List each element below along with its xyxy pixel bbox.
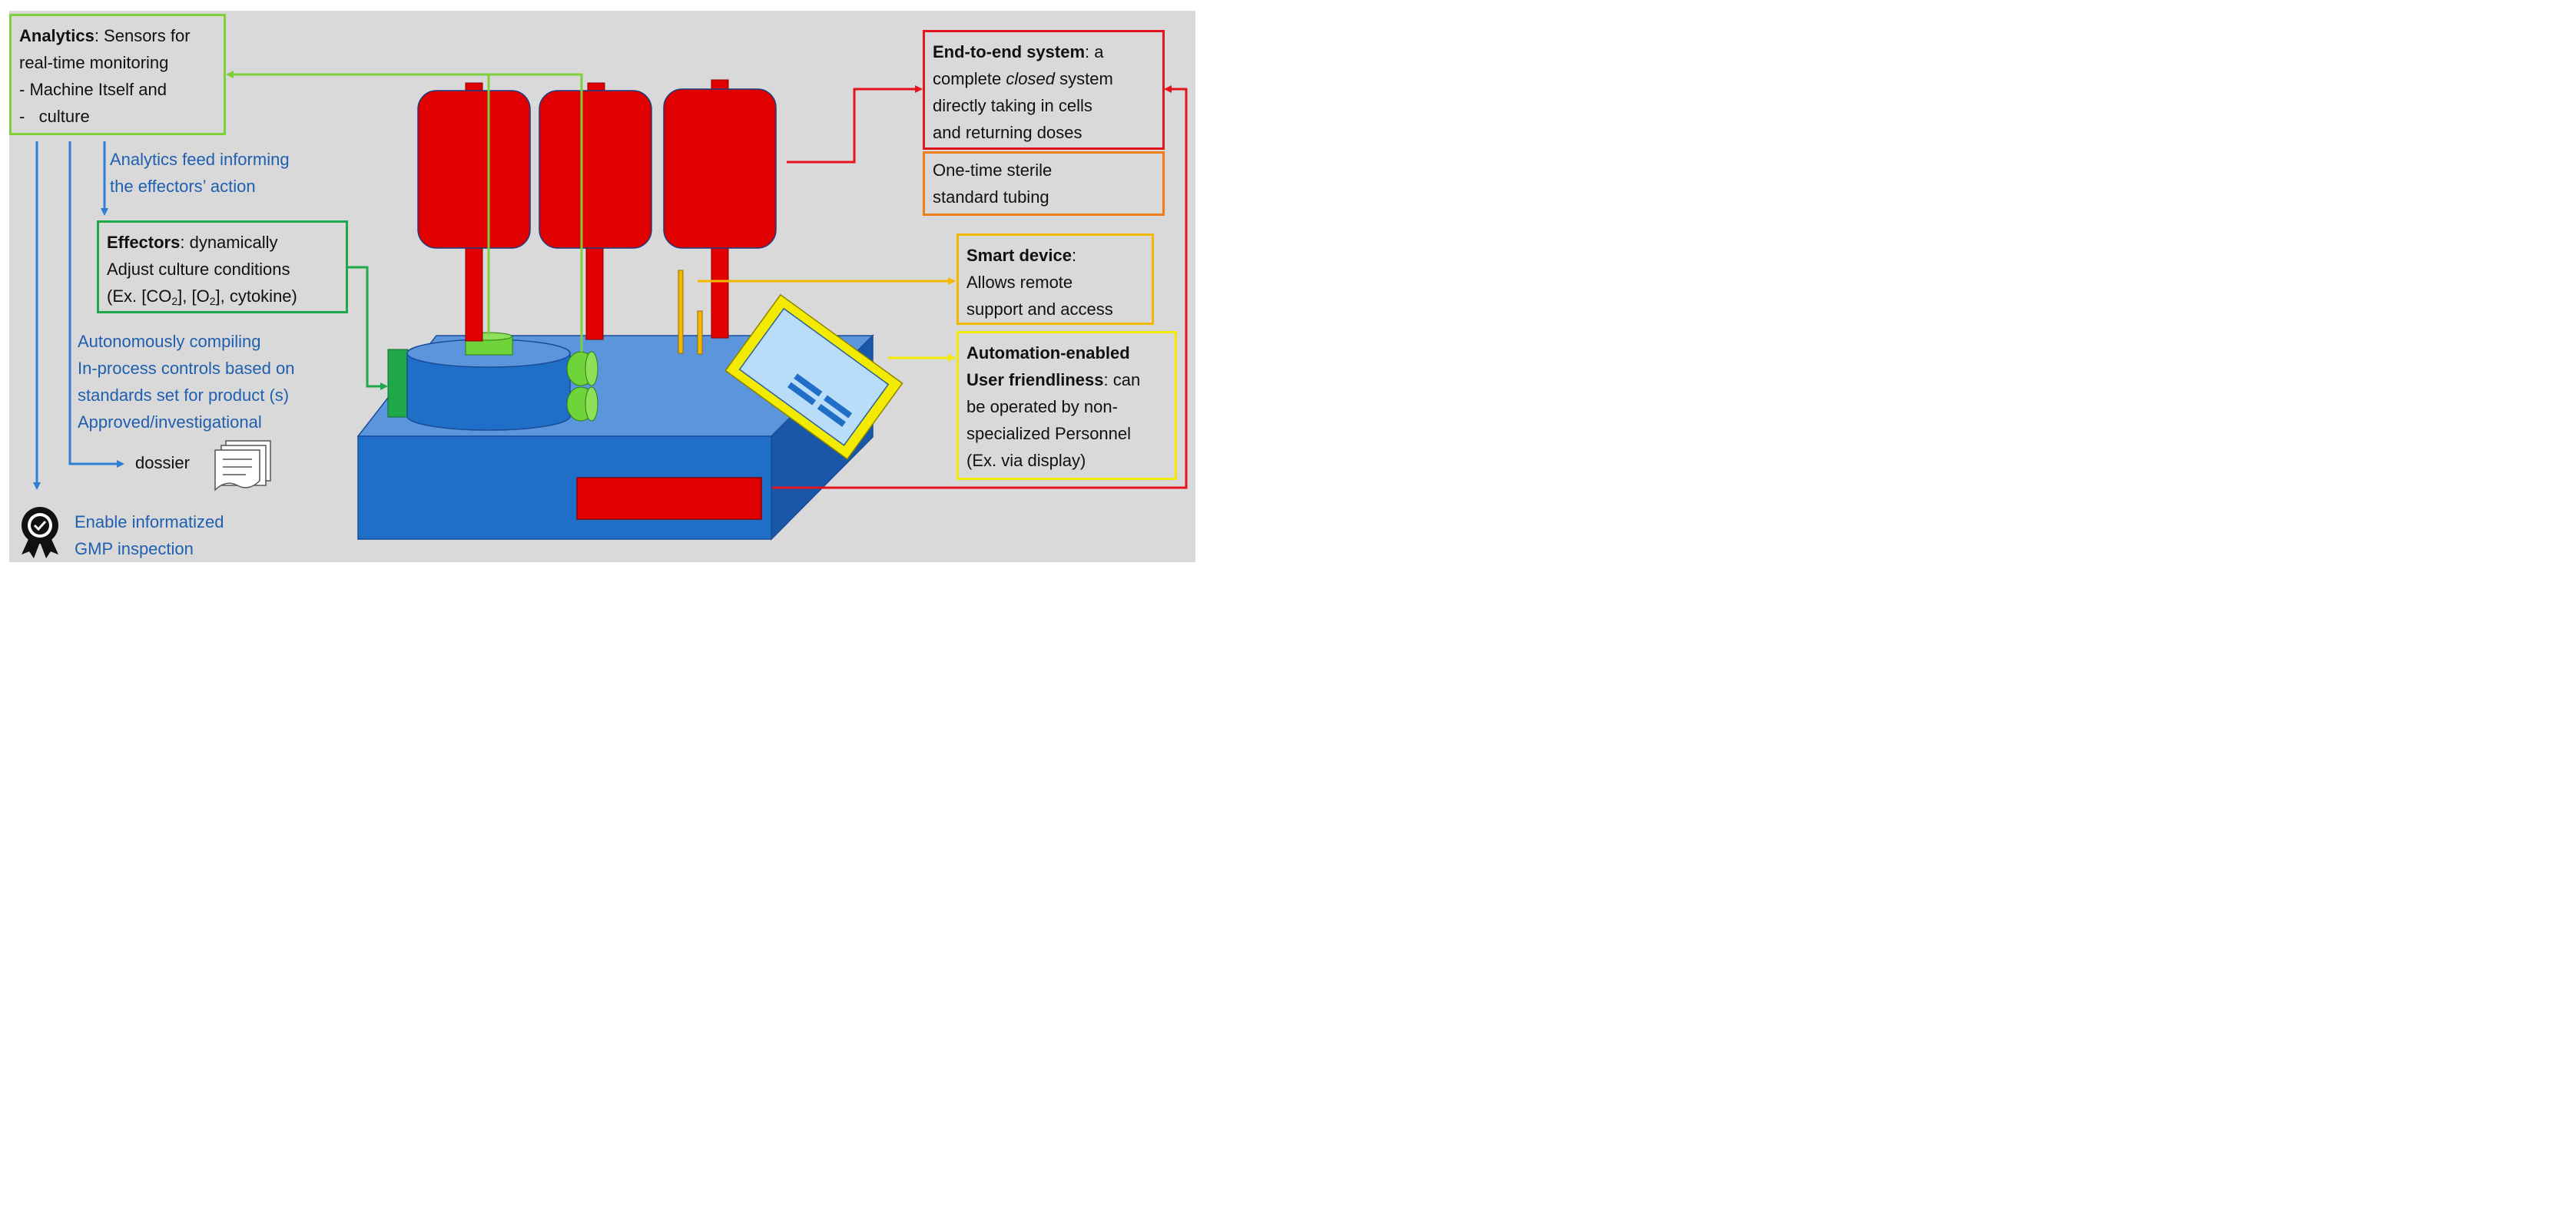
certified-badge-icon	[22, 507, 58, 558]
document-stack-icon	[214, 440, 271, 492]
automation-title: Automation-enabled	[966, 343, 1130, 363]
effectors-line-3-e: ], cytokine)	[215, 286, 297, 306]
tubing-line-2: standard tubing	[933, 187, 1049, 207]
analytics-title: Analytics	[19, 26, 94, 45]
effectors-line-3: (Ex. [CO2], [O2], cytokine)	[107, 283, 338, 315]
dossier-label: dossier	[135, 453, 190, 472]
autonomous-note-line-4: Approved/investigational	[78, 412, 262, 432]
analytics-box: Analytics: Sensors for real-time monitor…	[9, 14, 226, 135]
analytics-flow-arrows	[33, 141, 124, 490]
automation-title-2: User friendliness	[966, 370, 1104, 389]
end-to-end-line-1: End-to-end system: a	[933, 38, 1155, 65]
media-bags	[417, 79, 777, 342]
analytics-rest: : Sensors for	[94, 26, 191, 45]
gmp-note: Enable informatized GMP inspection	[75, 508, 224, 562]
smart-device-box: Smart device: Allows remote support and …	[956, 233, 1154, 325]
feed-note: Analytics feed informing the effectors’ …	[110, 146, 290, 200]
automation-line-5: (Ex. via display)	[966, 451, 1086, 470]
connector-arrows	[226, 71, 1188, 489]
feed-note-line-1: Analytics feed informing	[110, 150, 290, 169]
smart-line-2: Allows remote	[966, 273, 1073, 292]
culture-chamber	[387, 332, 598, 431]
effectors-line-3-c: ], [O	[177, 286, 210, 306]
analytics-line-2: real-time monitoring	[19, 53, 169, 72]
effectors-line-3-a: (Ex. [CO	[107, 286, 172, 306]
end-to-end-line-2: complete closed system	[933, 65, 1155, 92]
effectors-title: Effectors	[107, 233, 181, 252]
gmp-note-line-2: GMP inspection	[75, 539, 194, 558]
tubing-box: One-time sterile standard tubing	[923, 151, 1165, 216]
end-to-end-line-2-a: complete	[933, 69, 1006, 88]
smart-line-3: support and access	[966, 300, 1113, 319]
co2-subscript: 2	[171, 295, 178, 307]
gmp-note-line-1: Enable informatized	[75, 512, 224, 531]
autonomous-note-line-2: In-process controls based on	[78, 359, 295, 378]
smart-line-1: Smart device:	[966, 242, 1144, 269]
diagram-canvas: Analytics: Sensors for real-time monitor…	[0, 0, 1205, 572]
end-to-end-line-4: and returning doses	[933, 123, 1082, 142]
feed-note-line-2: the effectors’ action	[110, 177, 256, 196]
automation-box: Automation-enabled User friendliness: ca…	[956, 331, 1177, 480]
automation-rest: : can	[1103, 370, 1141, 389]
smart-rest: :	[1071, 246, 1077, 265]
end-to-end-line-3: directly taking in cells	[933, 96, 1092, 115]
effectors-line-2: Adjust culture conditions	[107, 260, 290, 279]
automation-line-2: User friendliness: can	[966, 366, 1167, 393]
autonomous-note-line-1: Autonomously compiling	[78, 332, 261, 351]
display-tablet	[724, 293, 903, 460]
tubing-line-1: One-time sterile	[933, 161, 1053, 180]
analytics-line-4: - culture	[19, 107, 90, 126]
end-to-end-rest: : a	[1085, 42, 1104, 61]
end-to-end-title: End-to-end system	[933, 42, 1086, 61]
automation-line-4: specialized Personnel	[966, 424, 1132, 443]
end-to-end-line-2-b: system	[1054, 69, 1113, 88]
analytics-line-1: Analytics: Sensors for	[19, 22, 216, 49]
diagram-artwork	[22, 71, 1188, 558]
autonomous-note: Autonomously compiling In-process contro…	[78, 328, 295, 435]
analytics-line-3: - Machine Itself and	[19, 80, 167, 99]
effectors-box: Effectors: dynamically Adjust culture co…	[97, 220, 348, 313]
effectors-rest: : dynamically	[180, 233, 278, 252]
sensor-probes	[678, 270, 703, 355]
end-to-end-box: End-to-end system: a complete closed sys…	[923, 30, 1165, 150]
end-to-end-closed: closed	[1006, 69, 1055, 88]
o2-subscript: 2	[209, 295, 216, 307]
automation-line-3: be operated by non-	[966, 397, 1118, 416]
smart-title: Smart device	[966, 246, 1072, 265]
effectors-line-1: Effectors: dynamically	[107, 229, 338, 256]
automation-line-1: Automation-enabled	[966, 339, 1167, 366]
autonomous-note-line-3: standards set for product (s)	[78, 386, 290, 405]
